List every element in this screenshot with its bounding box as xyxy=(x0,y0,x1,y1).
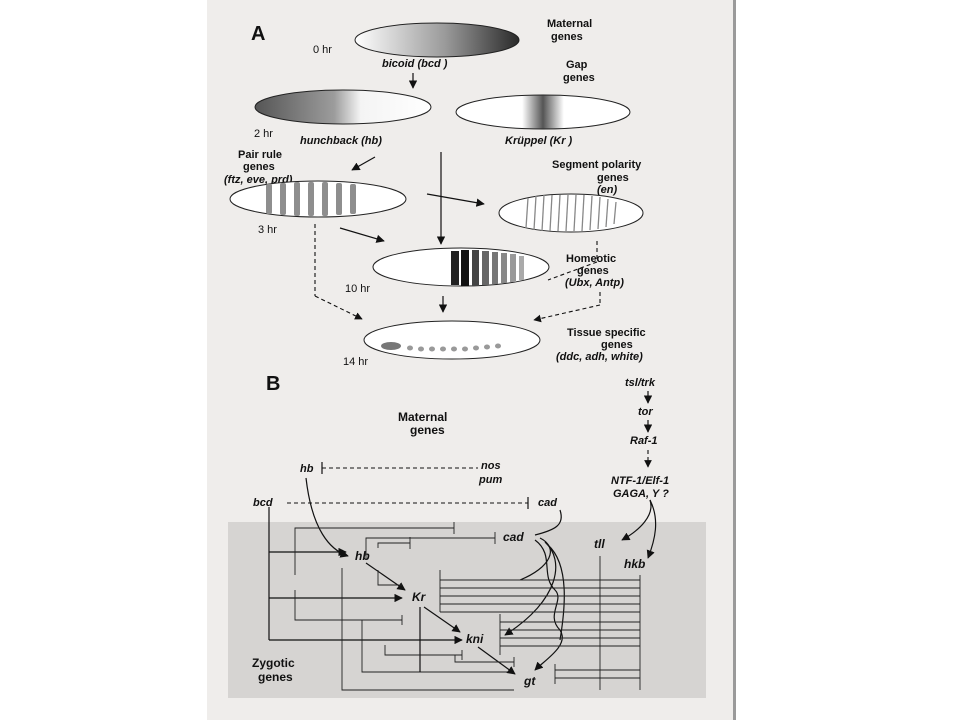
arrow-pathway-to-hkb xyxy=(646,499,657,559)
time-3hr: 3 hr xyxy=(258,224,277,236)
tissue-specific-label-1: Tissue specific xyxy=(567,327,646,339)
gene-bcd: bcd xyxy=(253,497,273,509)
gap-genes-label-2: genes xyxy=(563,72,595,84)
hunchback-label: hunchback (hb) xyxy=(300,135,382,147)
dashed-homeotic-to-tissue xyxy=(533,304,601,323)
segment-polarity-gene: (en) xyxy=(597,184,618,196)
gap-genes-label-1: Gap xyxy=(566,59,588,71)
gene-pum: pum xyxy=(478,474,502,486)
dashed-segpol-to-homeotic xyxy=(547,261,598,281)
maternal-genes-label-2: genes xyxy=(551,31,583,43)
pathway-tsl-trk: tsl/trk xyxy=(625,377,656,389)
arrow-maternal-hb-to-hb xyxy=(305,477,349,558)
time-10hr: 10 hr xyxy=(345,283,370,295)
gene-kni: kni xyxy=(466,632,484,646)
tissue-specific-genes: (ddc, adh, white) xyxy=(556,351,643,363)
embryo-homeotic xyxy=(372,247,550,287)
pair-rule-label-2: genes xyxy=(243,161,275,173)
pathway-tor: tor xyxy=(638,406,653,418)
embryo-pair-rule xyxy=(229,180,407,218)
zygotic-genes-label-2: genes xyxy=(258,670,293,684)
zygotic-region xyxy=(228,522,706,698)
gene-nos: nos xyxy=(481,460,501,472)
dashed-pairrule-to-tissue xyxy=(314,295,363,320)
regulatory-network xyxy=(294,522,641,691)
bicoid-label: bicoid (bcd ) xyxy=(382,58,448,70)
gene-cad-maternal: cad xyxy=(538,497,557,509)
zygotic-genes-label-1: Zygotic xyxy=(252,656,295,670)
homeotic-genes: (Ubx, Antp) xyxy=(565,277,624,289)
embryo-hunchback xyxy=(254,89,432,125)
time-14hr: 14 hr xyxy=(343,356,368,368)
arrow-gap-to-pairrule xyxy=(351,156,376,171)
homeotic-label-1: Homeotic xyxy=(566,253,616,265)
pathway-gaga-y: GAGA, Y ? xyxy=(613,488,669,500)
page-edge-shadow xyxy=(733,0,736,720)
segment-polarity-label-1: Segment polarity xyxy=(552,159,642,171)
panel-a-label: A xyxy=(251,23,265,45)
embryo-kruppel xyxy=(455,94,631,130)
time-0hr: 0 hr xyxy=(313,44,332,56)
embryo-bicoid xyxy=(354,22,520,58)
arrow-pairrule-to-segpol xyxy=(426,193,485,207)
line-cad-maternal-to-cad xyxy=(534,509,562,536)
kruppel-label: Krüppel (Kr ) xyxy=(505,135,573,147)
maternal-genes-b-label-1: Maternal xyxy=(398,410,447,424)
maternal-genes-label-1: Maternal xyxy=(547,18,592,30)
gene-hb-maternal: hb xyxy=(300,463,314,475)
tissue-specific-label-2: genes xyxy=(601,339,633,351)
segment-polarity-label-2: genes xyxy=(597,172,629,184)
gene-cad: cad xyxy=(503,530,524,544)
embryo-tissue-specific xyxy=(363,320,541,360)
homeotic-label-2: genes xyxy=(577,265,609,277)
pathway-raf1: Raf-1 xyxy=(630,435,658,447)
time-2hr: 2 hr xyxy=(254,128,273,140)
panel-b-label: B xyxy=(266,373,280,395)
maternal-genes-b-label-2: genes xyxy=(410,423,445,437)
gene-hkb: hkb xyxy=(624,557,645,571)
gene-kr: Kr xyxy=(412,590,427,604)
embryo-segment-polarity xyxy=(498,193,644,233)
arrow-pairrule-to-homeotic xyxy=(339,227,385,243)
gene-hb: hb xyxy=(355,549,370,563)
arrow-pathway-to-tll xyxy=(621,499,652,541)
gene-gt: gt xyxy=(523,674,536,688)
pair-rule-label-1: Pair rule xyxy=(238,149,282,161)
gene-tll: tll xyxy=(594,537,605,551)
pathway-ntf1-elf1: NTF-1/Elf-1 xyxy=(611,475,669,487)
